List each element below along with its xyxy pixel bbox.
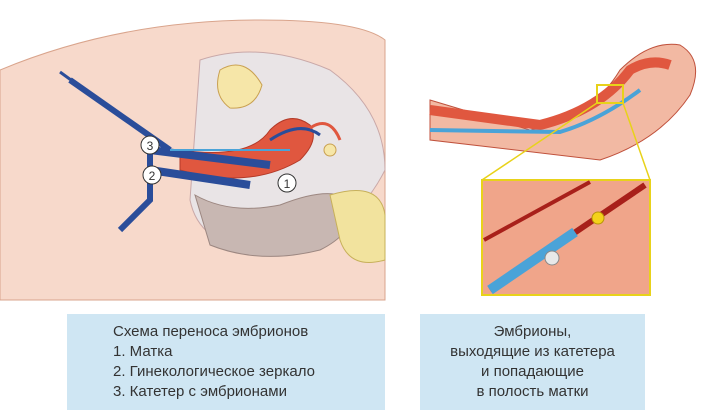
uterus-detail bbox=[429, 43, 697, 296]
embryo bbox=[544, 250, 560, 266]
caption-line: Эмбрионы, bbox=[493, 323, 572, 340]
caption-item-speculum: 2. Гинекологическое зеркало bbox=[113, 363, 315, 380]
marker-1: 1 bbox=[284, 177, 291, 191]
left-caption: Схема переноса эмбрионов 1. Матка 2. Гин… bbox=[67, 314, 385, 410]
caption-line: выходящие из катетера bbox=[450, 343, 615, 360]
right-caption: Эмбрионы, выходящие из катетера и попада… bbox=[420, 314, 645, 410]
caption-line: в полость матки bbox=[476, 383, 589, 400]
caption-title: Схема переноса эмбрионов bbox=[113, 323, 309, 340]
number-markers: 1 2 3 bbox=[140, 135, 297, 193]
caption-item-catheter: 3. Катетер с эмбрионами bbox=[113, 383, 287, 400]
caption-line: и попадающие bbox=[481, 363, 584, 380]
caption-item-uterus: 1. Матка bbox=[113, 343, 173, 360]
pelvic-cross-section bbox=[0, 19, 386, 301]
embryo bbox=[591, 211, 605, 225]
marker-2: 2 bbox=[149, 169, 156, 183]
marker-3: 3 bbox=[147, 139, 154, 153]
